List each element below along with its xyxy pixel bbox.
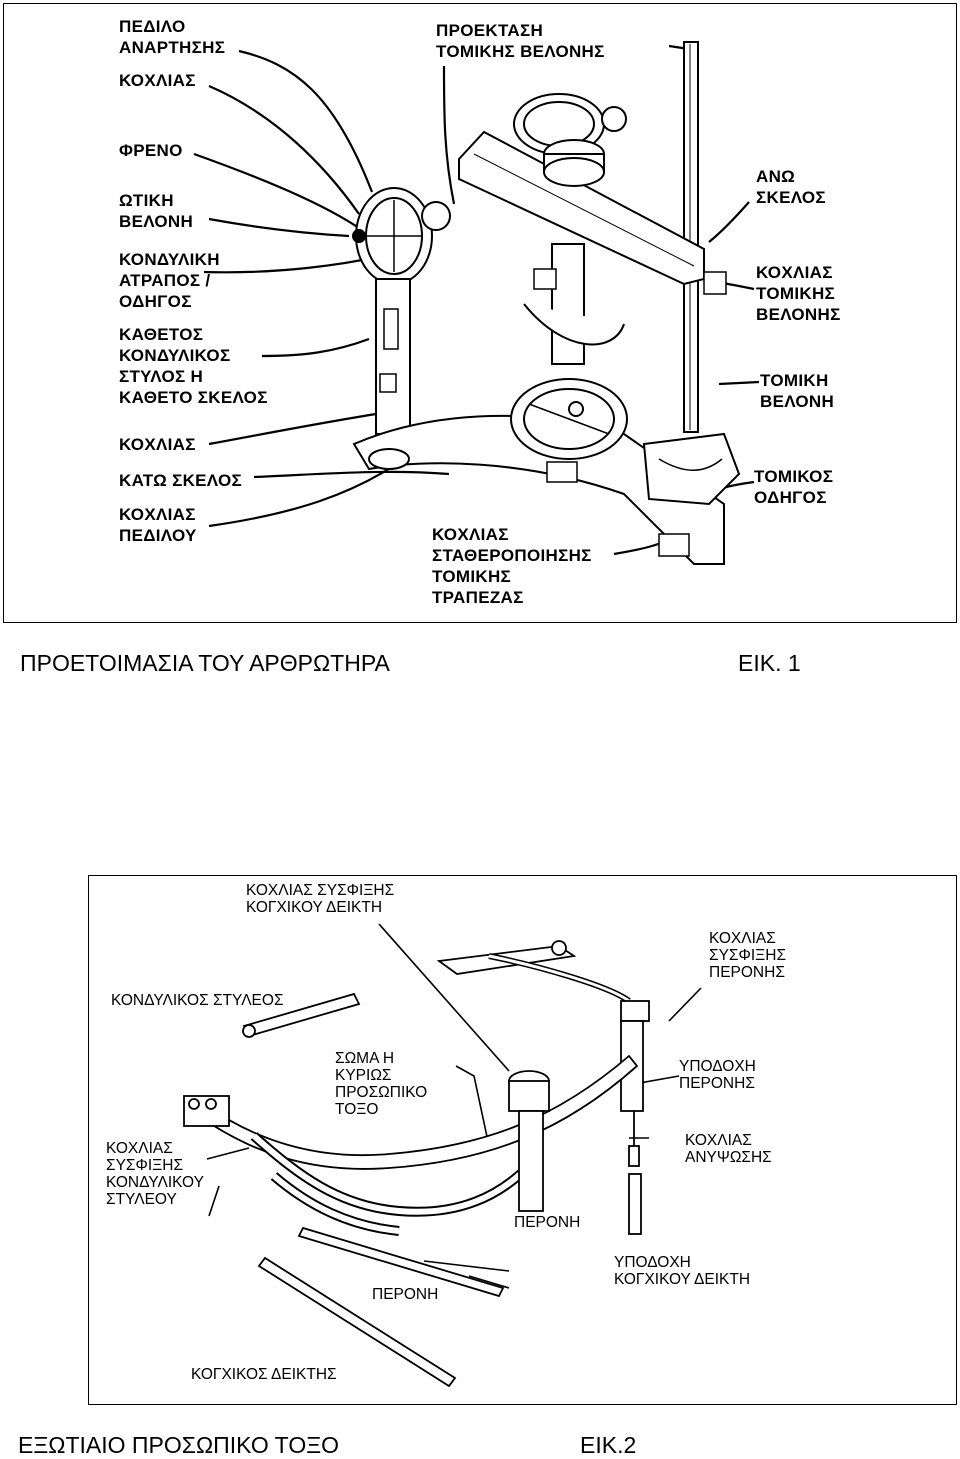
leader-lines-1 xyxy=(193,44,760,556)
caption-1-title: ΠΡΟΕΤΟΙΜΑΣΙΑ ΤΟΥ ΑΡΘΡΩΤΗΡΑ xyxy=(20,650,390,676)
label-ano-skelos: ΑΝΩ ΣΚΕΛΟΣ xyxy=(756,167,826,207)
label-ypodoxi-peronis: ΥΠΟΔΟΧΗ ΠΕΡΟΝΗΣ xyxy=(679,1058,756,1092)
caption-2-fig: ΕΙΚ.2 xyxy=(580,1432,637,1458)
label-tomikos-odigos: ΤΟΜΙΚΟΣ ΟΔΗΓΟΣ xyxy=(754,467,834,507)
label-kondyliki-atrapos: ΚΟΝΔΥΛΙΚΗ ΑΤΡΑΠΟΣ / ΟΔΗΓΟΣ xyxy=(119,250,220,311)
lower-member xyxy=(352,414,725,565)
articulator-drawing xyxy=(193,41,760,565)
label-kochlias-peronis: ΚΟΧΛΙΑΣ ΣΥΣΦΙΞΗΣ ΠΕΡΟΝΗΣ xyxy=(709,930,787,981)
condylar-rod xyxy=(242,992,361,1038)
bottom-rods xyxy=(257,1226,505,1388)
label-freno: ΦΡΕΝΟ xyxy=(119,141,183,160)
central-post xyxy=(508,1070,550,1212)
label-otiki-veloni: ΩΤΙΚΗ ΒΕΛΟΝΗ xyxy=(119,191,194,231)
caption-2-title: ΕΞΩΤΙΑΙΟ ΠΡΟΣΩΠΙΚΟ ΤΟΞΟ xyxy=(18,1432,340,1458)
label-kochlias-pedilou: ΚΟΧΛΙΑΣ ΠΕΔΙΛΟΥ xyxy=(119,505,197,545)
label-kogxikos-deiktis: ΚΟΓΧΙΚΟΣ ΔΕΙΚΤΗΣ xyxy=(191,1366,337,1383)
condylar-disc xyxy=(352,187,451,285)
label-kondylikos-stylos: ΚΟΝΔΥΛΙΚΟΣ ΣΤΥΛΕΟΣ xyxy=(111,992,284,1009)
caption-1-fig: ΕΙΚ. 1 xyxy=(738,650,801,676)
incisal-pin xyxy=(683,41,699,433)
label-kochlias-kondylikou: ΚΟΧΛΙΑΣ ΣΥΣΦΙΞΗΣ ΚΟΝΔΥΛΙΚΟΥ ΣΤΥΛΕΟΥ xyxy=(106,1140,204,1208)
figure-2-facebow: ΚΟΧΛΙΑΣ ΣΥΣΦΙΞΗΣ ΚΟΓΧΙΚΟΥ ΔΕΙΚΤΗ ΚΟΝΔΥΛΙ… xyxy=(88,875,957,1405)
top-rod xyxy=(436,940,631,1004)
incisal-table-disc xyxy=(510,378,628,460)
label-pedilo-anartisis: ΠΕΔΙΛΟ ΑΝΑΡΤΗΣΗΣ xyxy=(119,17,226,57)
label-kathetos-kondylikos: ΚΑΘΕΤΟΣ ΚΟΝΔΥΛΙΚΟΣ ΣΤΥΛΟΣ Η ΚΑΘΕΤΟ ΣΚΕΛΟ… xyxy=(119,325,268,407)
label-ypodoxi-kogx: ΥΠΟΔΟΧΗ ΚΟΓΧΙΚΟΥ ΔΕΙΚΤΗ xyxy=(614,1254,751,1288)
label-peroni-right: ΠΕΡΟΝΗ xyxy=(514,1214,581,1231)
facebow-body xyxy=(197,1054,639,1236)
condylar-post xyxy=(375,278,411,435)
central-column xyxy=(523,243,625,365)
label-kochlias-top: ΚΟΧΛΙΑΣ xyxy=(119,71,196,90)
figure-1-articulator: ΠΕΔΙΛΟ ΑΝΑΡΤΗΣΗΣ ΚΟΧΛΙΑΣ ΦΡΕΝΟ ΩΤΙΚΗ ΒΕΛ… xyxy=(3,3,957,623)
label-kochlias-mid: ΚΟΧΛΙΑΣ xyxy=(119,435,196,454)
leader-lines-2 xyxy=(206,923,702,1289)
label-kochlias-kogx: ΚΟΧΛΙΑΣ ΣΥΣΦΙΞΗΣ ΚΟΓΧΙΚΟΥ ΔΕΙΚΤΗ xyxy=(246,882,395,916)
label-peroni-bottom: ΠΕΡΟΝΗ xyxy=(372,1286,439,1303)
label-kochlias-stath: ΚΟΧΛΙΑΣ ΣΤΑΘΕΡΟΠΟΙΗΣΗΣ ΤΟΜΙΚΗΣ ΤΡΑΠΕΖΑΣ xyxy=(432,525,592,607)
label-soma: ΣΩΜΑ Η ΚΥΡΙΩΣ ΠΡΟΣΩΠΙΚΟ ΤΟΞΟ xyxy=(335,1050,428,1118)
condylar-head xyxy=(183,1095,230,1127)
label-proektasi: ΠΡΟΕΚΤΑΣΗ ΤΟΜΙΚΗΣ ΒΕΛΟΝΗΣ xyxy=(436,21,605,61)
label-kochlias-anypsosis: ΚΟΧΛΙΑΣ ΑΝΥΨΩΣΗΣ xyxy=(685,1132,772,1166)
peroni-holder xyxy=(620,1000,650,1235)
central-knob xyxy=(543,139,605,187)
knurled-knobs xyxy=(379,268,727,557)
label-kato-skelos: ΚΑΤΩ ΣΚΕΛΟΣ xyxy=(119,471,242,490)
back-disc xyxy=(513,93,627,155)
facebow-drawing xyxy=(183,923,702,1388)
incisal-guide-table xyxy=(642,432,741,506)
label-tomiki-veloni: ΤΟΜΙΚΗ ΒΕΛΟΝΗ xyxy=(760,371,835,411)
label-kochlias-tomikis: ΚΟΧΛΙΑΣ ΤΟΜΙΚΗΣ ΒΕΛΟΝΗΣ xyxy=(756,263,841,324)
